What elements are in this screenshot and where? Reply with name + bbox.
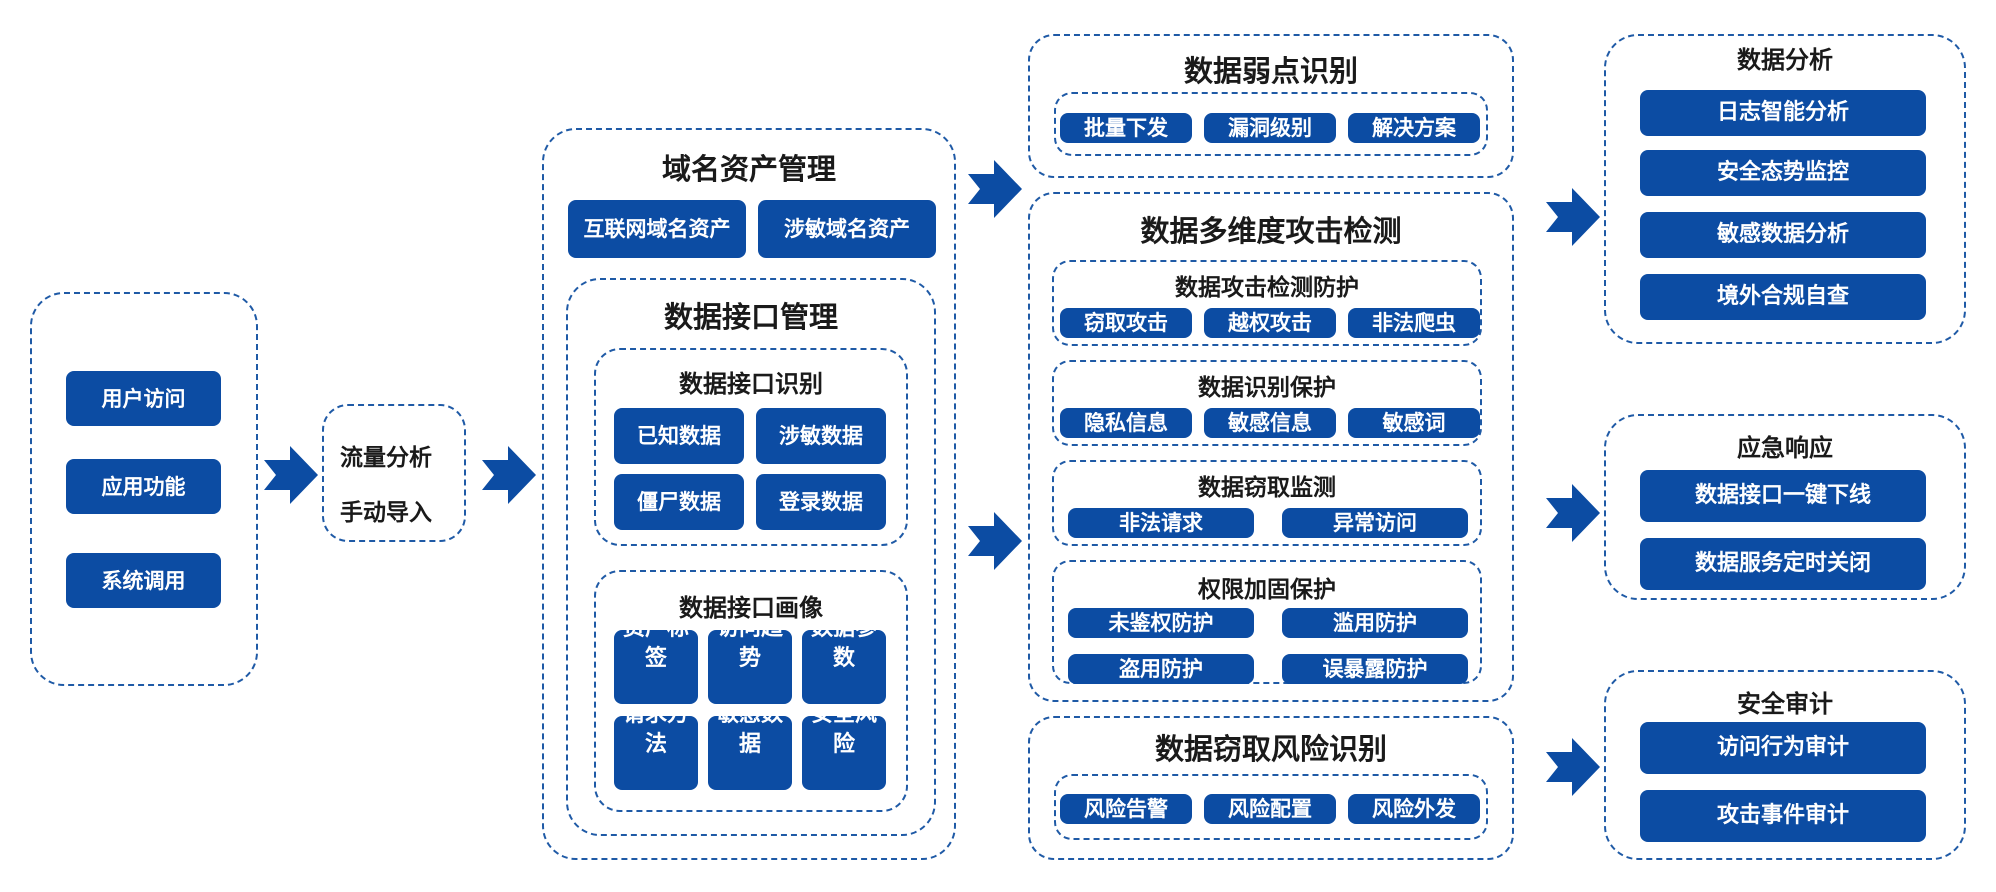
theft-risk-title: 数据窃取风险识别 (1154, 732, 1387, 766)
monitor-abnormal-access: 异常访问 (1282, 508, 1468, 538)
risk-config: 风险配置 (1204, 794, 1336, 824)
collect-traffic-analysis: 流量分析 (340, 445, 432, 471)
analysis-title: 数据分析 (1737, 46, 1833, 74)
weakness-title: 数据弱点识别 (1183, 54, 1358, 88)
attack-detect-title: 数据多维度攻击检测 (1140, 214, 1402, 248)
data-identify-title: 数据识别保护 (1198, 375, 1336, 401)
permission-title: 权限加固保护 (1198, 577, 1336, 603)
flow-arrow-icon (264, 446, 318, 504)
interface-known: 已知数据 (614, 408, 744, 464)
attack-theft: 窃取攻击 (1060, 308, 1192, 338)
domain-sensitive-assets: 涉敏域名资产 (758, 200, 936, 258)
response-title: 应急响应 (1737, 434, 1833, 462)
audit-title: 安全审计 (1737, 690, 1833, 718)
risk-outbound: 风险外发 (1348, 794, 1480, 824)
theft-monitor-title: 数据窃取监测 (1198, 475, 1336, 501)
perm-abuse: 滥用防护 (1282, 608, 1468, 638)
weakness-solution: 解决方案 (1348, 113, 1480, 143)
perm-exposure: 误暴露防护 (1282, 654, 1468, 684)
flow-arrow-icon (1546, 188, 1600, 246)
profile-request-method: 请求方法 (614, 716, 698, 790)
analysis-sensitive: 敏感数据分析 (1640, 212, 1926, 258)
risk-alert: 风险告警 (1060, 794, 1192, 824)
audit-attack: 攻击事件审计 (1640, 790, 1926, 842)
interface-login: 登录数据 (756, 474, 886, 530)
source-user-access: 用户访问 (66, 371, 221, 426)
domain-asset-title: 域名资产管理 (661, 152, 836, 186)
interface-mgmt-title: 数据接口管理 (663, 300, 838, 334)
identify-sensitive-info: 敏感信息 (1204, 408, 1336, 438)
profile-sensitive-data: 敏感数据 (708, 716, 792, 790)
interface-profile-title: 数据接口画像 (679, 594, 823, 622)
identify-sensitive-word: 敏感词 (1348, 408, 1480, 438)
flow-arrow-icon (1546, 738, 1600, 796)
profile-asset-tag: 资产标签 (614, 630, 698, 704)
collect-manual-import: 手动导入 (340, 500, 432, 526)
flow-arrow-icon (968, 160, 1022, 218)
profile-data-params: 数据参数 (802, 630, 886, 704)
interface-identify-title: 数据接口识别 (679, 370, 823, 398)
weakness-vuln-level: 漏洞级别 (1204, 113, 1336, 143)
profile-security-risk: 安全风险 (802, 716, 886, 790)
flow-arrow-icon (1546, 484, 1600, 542)
flow-arrow-icon (968, 512, 1022, 570)
response-shutdown: 数据服务定时关闭 (1640, 538, 1926, 590)
audit-access: 访问行为审计 (1640, 722, 1926, 774)
flow-arrow-icon (482, 446, 536, 504)
perm-unauth: 未鉴权防护 (1068, 608, 1254, 638)
source-app-function: 应用功能 (66, 459, 221, 514)
perm-misuse: 盗用防护 (1068, 654, 1254, 684)
response-offline: 数据接口一键下线 (1640, 470, 1926, 522)
attack-crawler: 非法爬虫 (1348, 308, 1480, 338)
interface-zombie: 僵尸数据 (614, 474, 744, 530)
interface-sensitive: 涉敏数据 (756, 408, 886, 464)
profile-access-trend: 访问趋势 (708, 630, 792, 704)
identify-privacy: 隐私信息 (1060, 408, 1192, 438)
monitor-illegal-request: 非法请求 (1068, 508, 1254, 538)
analysis-compliance: 境外合规自查 (1640, 274, 1926, 320)
attack-privilege: 越权攻击 (1204, 308, 1336, 338)
weakness-batch-issue: 批量下发 (1060, 113, 1192, 143)
collect-panel (322, 404, 466, 542)
attack-protect-title: 数据攻击检测防护 (1175, 275, 1359, 301)
analysis-log: 日志智能分析 (1640, 90, 1926, 136)
domain-internet-assets: 互联网域名资产 (568, 200, 746, 258)
source-system-call: 系统调用 (66, 553, 221, 608)
analysis-situation: 安全态势监控 (1640, 150, 1926, 196)
